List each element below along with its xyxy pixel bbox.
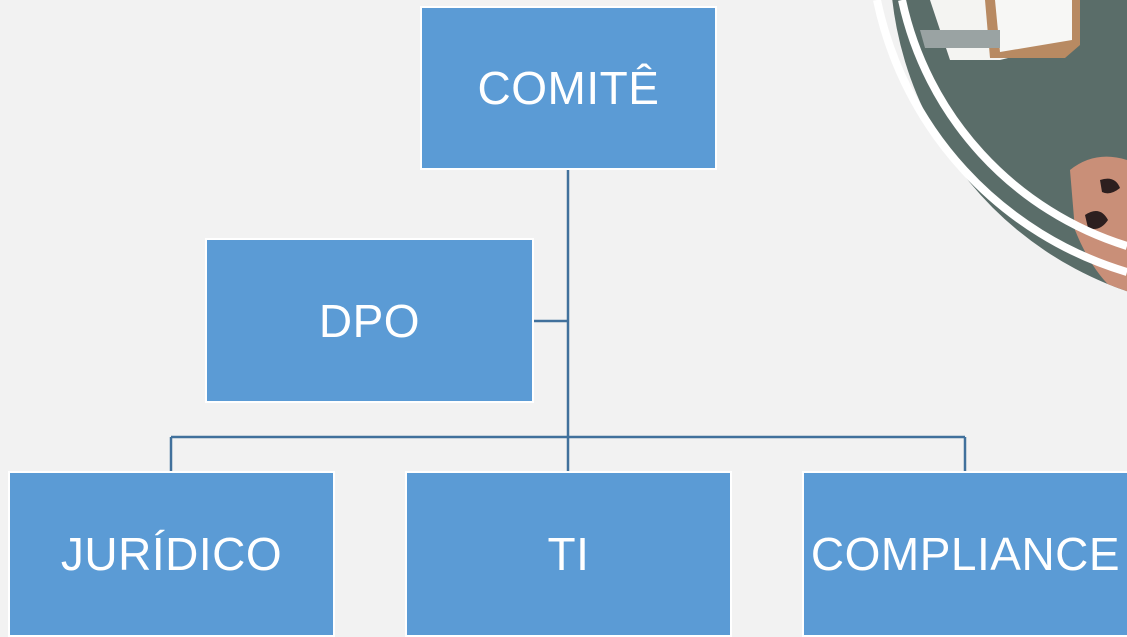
- node-ti-label: TI: [547, 528, 590, 580]
- node-juridico: JURÍDICO: [8, 471, 335, 637]
- node-juridico-label: JURÍDICO: [60, 528, 283, 580]
- node-compliance: COMPLIANCE: [802, 471, 1127, 637]
- node-comite-label: COMITÊ: [477, 62, 660, 114]
- node-dpo: DPO: [205, 238, 534, 403]
- node-compliance-label: COMPLIANCE: [810, 528, 1121, 580]
- node-dpo-label: DPO: [318, 294, 421, 347]
- node-comite: COMITÊ: [420, 6, 717, 170]
- node-ti: TI: [405, 471, 732, 637]
